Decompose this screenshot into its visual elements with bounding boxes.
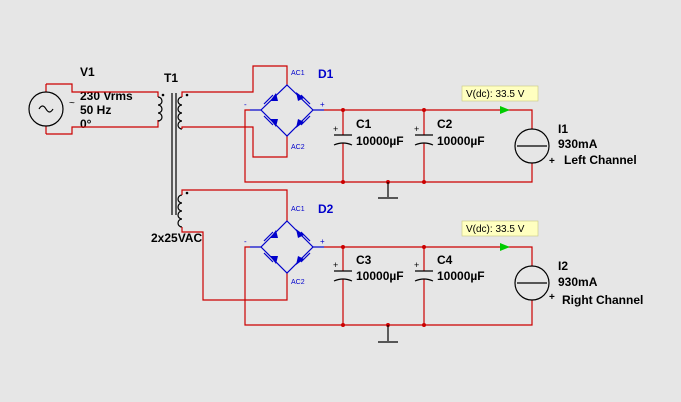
t1-rating-label: 2x25VAC xyxy=(151,231,202,245)
probe-2-label: V(dc): 33.5 V xyxy=(466,224,525,235)
secondary-coil-2-icon xyxy=(177,194,183,228)
c3-ref-label: C3 xyxy=(356,253,372,267)
v1-frequency-label: 50 Hz xyxy=(80,103,111,117)
t1-ref-label: T1 xyxy=(164,71,178,85)
d2-ref-label: D2 xyxy=(318,202,334,216)
c4-value-label: 10000µF xyxy=(437,269,485,283)
plus-icon: + xyxy=(549,292,555,303)
d1-ac2-pin-label: AC2 xyxy=(291,144,305,151)
plus-icon: + xyxy=(414,124,419,134)
transformer-t1[interactable] xyxy=(157,93,189,228)
i2-current-label: 930mA xyxy=(558,275,598,289)
current-source-i1[interactable]: + xyxy=(514,128,555,167)
i1-ref-label: I1 xyxy=(558,122,568,136)
plus-icon: + xyxy=(414,260,419,270)
diode-icon xyxy=(263,229,311,265)
ground-icon xyxy=(378,182,398,199)
c2-value-label: 10000µF xyxy=(437,134,485,148)
probe-arrow-icon xyxy=(500,106,510,114)
d1-pos-label: + xyxy=(320,100,325,109)
primary-coil-icon xyxy=(157,96,163,122)
sine-source-icon xyxy=(28,91,64,127)
voltage-probe-1[interactable]: V(dc): 33.5 V xyxy=(461,85,539,114)
capacitor-c1[interactable]: + xyxy=(333,124,353,146)
right-rail-wires xyxy=(244,245,533,327)
secondary-coil-1-icon xyxy=(177,96,183,130)
c4-ref-label: C4 xyxy=(437,253,453,267)
capacitor-c4[interactable]: + xyxy=(414,260,434,282)
bridge-rectifier-d1[interactable] xyxy=(250,84,324,137)
primary-wires xyxy=(46,83,159,135)
d2-ac2-pin-label: AC2 xyxy=(291,279,305,286)
capacitor-c2[interactable]: + xyxy=(414,124,434,146)
d1-neg-label: - xyxy=(244,100,247,109)
capacitor-c3[interactable]: + xyxy=(333,260,353,282)
probe-arrow-icon xyxy=(500,243,510,251)
left-rail-wires xyxy=(244,108,533,184)
plus-icon: + xyxy=(549,156,555,167)
i1-current-label: 930mA xyxy=(558,137,598,151)
d1-ac1-pin-label: AC1 xyxy=(291,70,305,77)
v1-phase-label: 0° xyxy=(80,117,92,131)
i2-channel-label: Right Channel xyxy=(562,293,643,307)
c3-value-label: 10000µF xyxy=(356,269,404,283)
d2-neg-label: - xyxy=(244,237,247,246)
diode-icon xyxy=(263,92,311,128)
voltage-probe-2[interactable]: V(dc): 33.5 V xyxy=(461,220,539,251)
v1-ref-label: V1 xyxy=(80,65,95,79)
d2-pos-label: + xyxy=(320,237,325,246)
plus-icon: + xyxy=(333,260,338,270)
c1-ref-label: C1 xyxy=(356,117,372,131)
tilde-icon: ~ xyxy=(69,98,75,109)
plus-icon: + xyxy=(333,124,338,134)
secondary-2-wires xyxy=(181,189,288,301)
i1-channel-label: Left Channel xyxy=(564,153,637,167)
current-source-i2[interactable]: + xyxy=(514,265,555,303)
bridge-rectifier-d2[interactable] xyxy=(250,220,324,274)
d2-ac1-pin-label: AC1 xyxy=(291,206,305,213)
ac-source-v1[interactable]: ~ xyxy=(28,84,75,134)
d1-ref-label: D1 xyxy=(318,67,334,81)
probe-1-label: V(dc): 33.5 V xyxy=(466,89,525,100)
v1-voltage-label: 230 Vrms xyxy=(80,89,133,103)
ground-icon xyxy=(378,325,398,343)
c1-value-label: 10000µF xyxy=(356,134,404,148)
i2-ref-label: I2 xyxy=(558,259,568,273)
c2-ref-label: C2 xyxy=(437,117,453,131)
secondary-1-wires xyxy=(181,65,288,158)
